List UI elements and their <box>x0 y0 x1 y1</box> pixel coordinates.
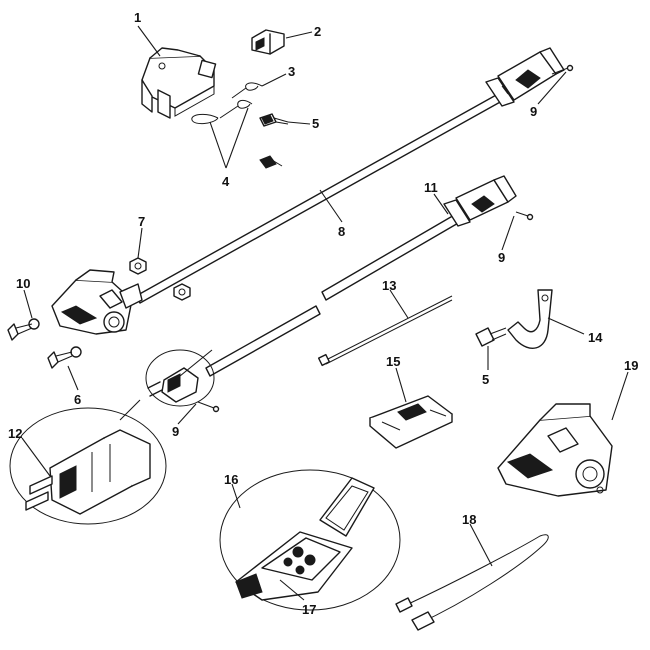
callout-12: 12 <box>8 426 22 441</box>
leader-lines <box>21 25 629 601</box>
part-12-plug-detail <box>9 407 167 525</box>
callout-labels: 1 2 3 4 5 5 6 7 8 9 9 9 10 11 12 13 14 1… <box>8 10 638 617</box>
part-14-clamp <box>507 289 553 349</box>
part-11-cable-assembly <box>321 175 517 301</box>
callout-9-top: 9 <box>530 104 537 119</box>
part-8-long-cable-assembly <box>135 47 565 304</box>
part-13-cable-tie <box>317 295 453 367</box>
callout-17: 17 <box>302 602 316 617</box>
left-receptacle-assembly <box>51 269 143 335</box>
callout-9-lower: 9 <box>172 424 179 439</box>
part-6-bolt-washer <box>47 346 82 369</box>
callout-11: 11 <box>424 180 438 195</box>
callout-10: 10 <box>16 276 30 291</box>
part-7-nut-upper <box>129 257 147 275</box>
callout-7: 7 <box>138 214 145 229</box>
callout-4: 4 <box>222 174 230 189</box>
part-9-pin-middle <box>515 211 534 221</box>
callout-3: 3 <box>288 64 295 79</box>
callout-5-upper: 5 <box>312 116 319 131</box>
part-10-bolt-washer <box>7 318 40 341</box>
callout-19: 19 <box>624 358 638 373</box>
part-7-nut-lower <box>173 283 191 301</box>
part-2-connector-plug <box>251 29 285 55</box>
cable-segment-lower <box>205 305 321 377</box>
callout-13: 13 <box>382 278 396 293</box>
small-plug-highlight <box>145 349 215 407</box>
part-15-control-module <box>369 395 453 449</box>
callout-8: 8 <box>338 224 345 239</box>
part-3-wire-clip <box>231 82 263 99</box>
part-5-screw-lower <box>259 155 283 169</box>
callout-15: 15 <box>386 354 400 369</box>
part-18-usb-cable <box>395 534 549 631</box>
callout-14: 14 <box>588 330 603 345</box>
callout-18: 18 <box>462 512 476 527</box>
part-4-wire-clips <box>191 99 253 125</box>
part-1-receptacle-housing <box>141 47 217 119</box>
part-5-screw-clamp <box>475 327 507 347</box>
callout-9-middle: 9 <box>498 250 505 265</box>
part-5-screw-upper <box>259 113 289 127</box>
callout-6: 6 <box>74 392 81 407</box>
callout-16: 16 <box>224 472 238 487</box>
part-9-pin-lower <box>197 401 220 413</box>
part-16-handheld-detail <box>219 469 401 611</box>
part-19-receptacle <box>497 403 613 497</box>
callout-1: 1 <box>134 10 141 25</box>
callout-5-clamp: 5 <box>482 372 489 387</box>
part-9-pin-top <box>551 64 574 75</box>
callout-2: 2 <box>314 24 321 39</box>
